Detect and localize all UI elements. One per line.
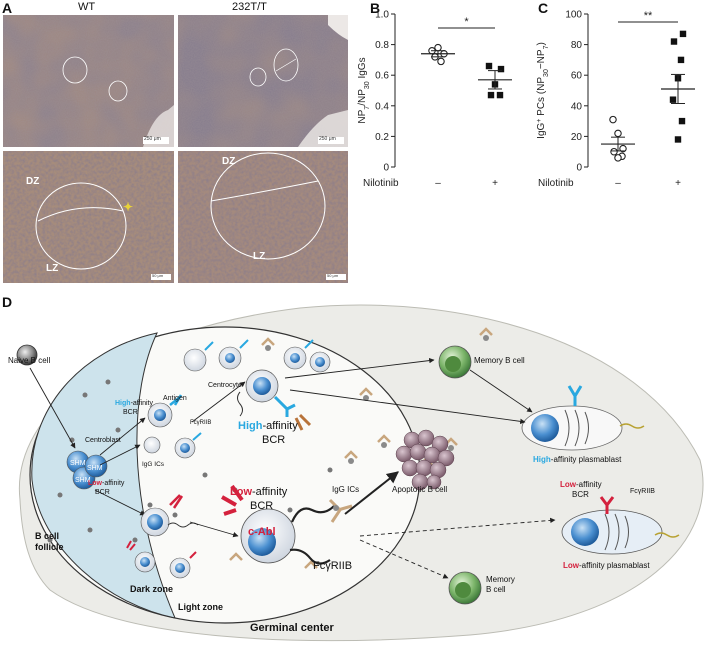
data-point [485,62,493,70]
y-tick-label: 0.2 [375,132,389,143]
dz-label: DZ [26,176,40,187]
fcgriib-label-small: FcγRIIB [190,420,212,426]
bcr-label-pb: BCR [572,490,589,499]
data-point [497,65,505,73]
shm-label: SHM [70,460,86,467]
data-point [610,147,618,156]
low-affinity-bcr-pb-label: Low-affinity [560,480,602,489]
data-point [679,30,687,38]
panel-c-letter: C [538,0,549,16]
dark-zone-label: Dark zone [130,584,174,594]
naive-b-cell-label: Naive B cell [8,356,51,365]
data-point [674,136,682,143]
significance-label: ** [644,10,653,22]
follicle-label-1: B cell [35,531,60,541]
fcgriib-label-pb: FcγRIIB [630,488,655,495]
dark-zone-shape [31,332,176,619]
b-cell-label-bottom: B cell [486,585,506,594]
igg-ics-label-dz: IgG ICs [142,461,165,468]
high-affinity-plasmablast-label: High-affinity plasmablast [533,455,622,464]
bcr-label-lz-low: BCR [250,500,274,512]
antigen-label: Antigen [163,395,187,402]
y-tick-label: 20 [571,132,583,143]
follicle-label-2: follicle [35,542,64,552]
igg-ics-label-lz: IgG ICs [332,485,360,494]
panel-d-letter: D [2,294,13,310]
x-category-label: – [615,178,621,189]
germinal-center-diagram: SHM SHM SHM [16,304,704,642]
y-axis-label: NP7/NP30 IgGs [357,57,371,123]
high-affinity-bcr-lz-label: High-affinity [238,420,298,432]
shm-label: SHM [87,465,103,472]
svg-text:✦: ✦ [123,200,133,214]
data-point [619,144,627,153]
data-point [677,56,685,64]
scale-bar-label: 250 μm [319,136,336,142]
light-zone-label: Light zone [178,602,223,612]
centroblast-label: Centroblast [85,437,121,444]
micrograph-wt-high-mag: ✦ DZ LZ 50 μm [3,151,174,283]
memory-label-bottom: Memory [486,575,515,584]
dz-label: DZ [222,156,236,167]
y-tick-label: 80 [571,40,583,51]
x-axis-label: Nilotinib [538,178,574,189]
data-point [670,38,678,45]
germinal-center-label: Germinal center [250,622,334,634]
y-tick-label: 60 [571,71,583,82]
x-axis-label: Nilotinib [363,178,399,189]
micrograph-mutant-high-mag: DZ LZ 50 μm [178,151,348,283]
data-point [614,129,622,138]
bcr-label: BCR [123,409,138,416]
data-point [487,91,495,99]
apoptotic-cluster [395,429,455,491]
bcr-label: BCR [95,489,110,496]
micrograph-wt-low-mag: 250 μm [3,15,174,147]
x-category-label: + [675,178,681,189]
scale-bar-label: 250 μm [144,136,161,142]
centrocyte-label: Centrocyte [208,382,242,389]
data-point [434,43,442,52]
shm-label: SHM [75,477,91,484]
data-point [609,115,617,124]
lz-label: LZ [46,263,59,274]
data-point [496,91,504,99]
data-point [614,154,622,162]
panel-b-letter: B [370,0,381,16]
y-tick-label: 0 [383,163,389,174]
x-category-label: + [492,178,498,189]
apoptotic-b-cell-label: Apoptotic B cell [392,485,448,494]
scale-bar-label: 50 μm [327,273,339,278]
lz-label: LZ [253,251,266,262]
memory-b-cell-label-top: Memory B cell [474,356,525,365]
cabl-label: c-Abl [248,526,276,538]
significance-label: * [464,16,469,28]
mutant-column-label: 232T/T [232,1,267,13]
y-tick-label: 0.6 [375,71,389,82]
naive-b-cell [16,344,38,366]
high-affinity-bcr-dz-label: High-affinity [115,400,153,407]
scale-bar-label: 50 μm [152,273,164,278]
y-tick-label: 0.4 [375,101,389,112]
wt-column-label: WT [78,1,96,13]
panel-a-letter: A [2,0,13,16]
x-category-label: – [435,178,441,189]
y-tick-label: 0 [576,163,582,174]
fcgriib-label-large: FcγRIIB [313,560,353,572]
low-affinity-bcr-dz-label: Low-affinity [88,480,125,487]
data-point [669,96,677,103]
data-point [678,117,686,125]
micrograph-mutant-low-mag: 250 μm [178,15,348,147]
bcr-label-lz: BCR [262,434,286,446]
y-tick-label: 0.8 [375,40,389,51]
low-affinity-bcr-lz-label: Low-affinity [230,486,288,498]
data-point [437,57,445,66]
y-axis-label: IgG+ PCs (NP30−NP7) [536,42,550,139]
low-affinity-plasmablast-label: Low-affinity plasmablast [563,561,650,570]
shm-cluster [66,450,108,490]
y-tick-label: 1.0 [375,10,389,21]
y-tick-label: 100 [565,10,582,21]
y-tick-label: 40 [571,101,583,112]
